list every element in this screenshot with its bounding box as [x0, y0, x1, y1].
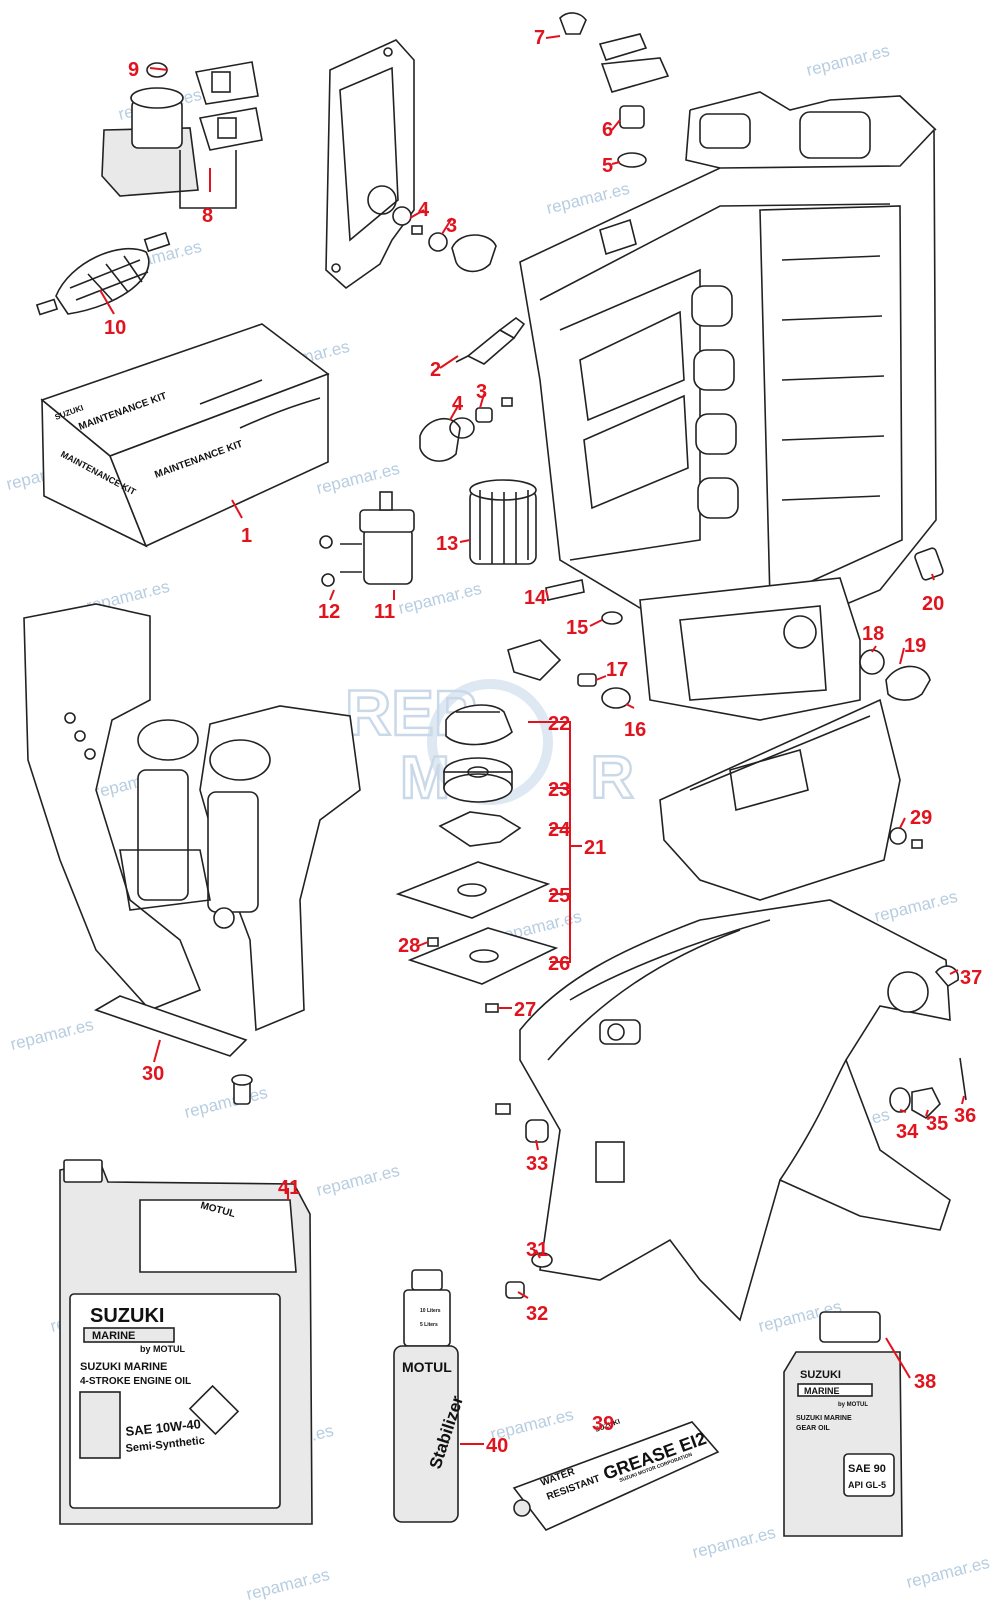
extension-case	[659, 698, 923, 901]
gear-oil-product-1: SUZUKI MARINE	[796, 1415, 852, 1422]
timing-cover-plate	[325, 39, 415, 290]
callout-30: 30	[142, 1063, 164, 1085]
oil-filter	[469, 479, 537, 565]
callout-39: 39	[592, 1413, 614, 1435]
callout-17: 17	[606, 659, 628, 681]
callout-18: 18	[862, 623, 884, 645]
callout-15: 15	[566, 617, 588, 639]
callout-12: 12	[318, 601, 340, 623]
callout-31: 31	[526, 1239, 548, 1261]
callout-38: 38	[914, 1371, 936, 1393]
callout-28: 28	[398, 935, 420, 957]
fuel-pump-assembly	[101, 61, 263, 209]
watermark: repamar.es	[690, 1523, 777, 1562]
anode-plate	[94, 995, 253, 1105]
watermark: repamar.es	[182, 1083, 269, 1122]
watermark: repamar.es	[314, 1161, 401, 1200]
callout-1: 1	[241, 525, 252, 547]
oil-can-brand: SUZUKI	[90, 1305, 164, 1327]
callout-20: 20	[922, 593, 944, 615]
callout-36: 36	[954, 1105, 976, 1127]
stabilizer-brand: MOTUL	[402, 1359, 452, 1375]
callout-13: 13	[436, 533, 458, 555]
thermostat-stack	[559, 12, 670, 168]
watermark: repamar.es	[8, 1015, 95, 1054]
fuel-filter	[319, 491, 415, 587]
small-parts-14-17	[507, 579, 631, 709]
watermark: repamar.es	[804, 41, 891, 80]
gear-oil-grade: API GL-5	[848, 1480, 886, 1490]
watermark: repamar.es	[396, 579, 483, 618]
logo-line2: M R	[400, 744, 696, 811]
primer-bulb	[35, 231, 171, 316]
callout-3: 3	[446, 215, 457, 237]
callout-35: 35	[926, 1113, 948, 1135]
oil-can-by: by MOTUL	[140, 1344, 185, 1354]
stabilizer-mark-2: 5 Liters	[420, 1322, 438, 1328]
callout-21: 21	[584, 837, 606, 859]
watermark: repamar.es	[244, 1565, 331, 1600]
oil-can-product-1: SUZUKI MARINE	[80, 1361, 167, 1373]
clamp-bracket	[23, 603, 361, 1032]
callout-32: 32	[526, 1303, 548, 1325]
callout-29: 29	[910, 807, 932, 829]
fuel-stabilizer-bottle: 10 Liters 5 Liters MOTUL Stabilizer	[393, 1269, 467, 1523]
gear-oil-marine: MARINE	[804, 1386, 840, 1396]
callout-22: 22	[548, 713, 570, 735]
repamar-logo: REP M R	[344, 676, 696, 813]
grease-tube: SUZUKI WATER RESISTANT GREASE EI2 SUZUKI…	[512, 1418, 720, 1531]
watermark: repamar.es	[544, 179, 631, 218]
water-pump-kit	[395, 704, 559, 1013]
watermark: repamar.es	[872, 887, 959, 926]
callout-9: 9	[128, 59, 139, 81]
callout-27: 27	[514, 999, 536, 1021]
callout-5: 5	[602, 155, 613, 177]
gearcase-small-parts	[495, 1057, 967, 1299]
maintenance-kit-box: MAINTENANCE KIT MAINTENANCE KIT MAINTENA…	[40, 323, 330, 548]
callout-37: 37	[960, 967, 982, 989]
upper-cap-parts	[411, 225, 497, 273]
gear-oil-bottle: SUZUKI MARINE by MOTUL SUZUKI MARINE GEA…	[783, 1311, 903, 1537]
engine-oil-can: MOTUL SUZUKI MARINE by MOTUL SUZUKI MARI…	[59, 1159, 313, 1525]
callout-11: 11	[374, 601, 395, 623]
callout-6: 6	[602, 119, 613, 141]
callout-8: 8	[202, 205, 213, 227]
callout-4-b: 4	[452, 393, 464, 415]
callout-25: 25	[548, 885, 570, 907]
callout-2: 2	[430, 359, 441, 381]
callout-3-b: 3	[476, 381, 487, 403]
callout-24: 24	[548, 819, 571, 841]
gearcase	[519, 899, 959, 1322]
callout-4: 4	[418, 199, 430, 221]
callout-16: 16	[624, 719, 646, 741]
oil-can-product-2: 4-STROKE ENGINE OIL	[80, 1376, 191, 1387]
gear-oil-product-2: GEAR OIL	[796, 1425, 831, 1432]
callout-14: 14	[524, 587, 547, 609]
stabilizer-mark-1: 10 Liters	[420, 1308, 441, 1314]
callout-10: 10	[104, 317, 126, 339]
callout-41: 41	[278, 1177, 300, 1199]
callouts: 1 2 3 3 4 4 5 6 7 8 9 10 11 12 13 14 15 …	[99, 27, 982, 1457]
callout-40: 40	[486, 1435, 508, 1457]
gear-oil-by: by MOTUL	[838, 1402, 868, 1408]
callout-23: 23	[548, 779, 570, 801]
callout-26: 26	[548, 953, 570, 975]
gear-oil-brand: SUZUKI	[800, 1369, 841, 1381]
gear-oil-viscosity: SAE 90	[848, 1463, 886, 1475]
watermark: repamar.es	[904, 1553, 991, 1592]
spark-plug	[455, 317, 526, 365]
callout-34: 34	[896, 1121, 919, 1143]
callout-33: 33	[526, 1153, 548, 1175]
engine-block	[519, 91, 937, 721]
oil-can-marine: MARINE	[92, 1330, 135, 1342]
callout-19: 19	[904, 635, 926, 657]
right-small-parts	[859, 547, 944, 701]
callout-7: 7	[534, 27, 545, 49]
mid-cap-parts	[419, 397, 513, 462]
